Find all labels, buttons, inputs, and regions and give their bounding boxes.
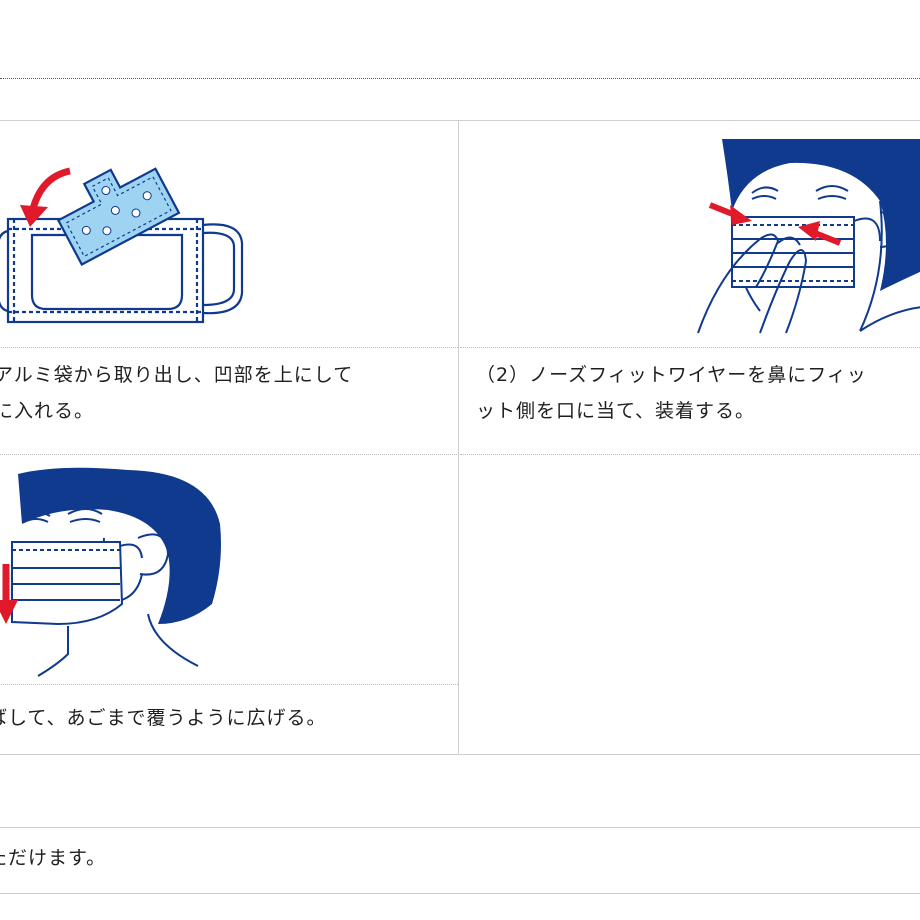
step-2-caption-line-2: ット側を口に当て、装着する。 bbox=[476, 400, 756, 422]
divider-2 bbox=[0, 893, 920, 894]
divider-1 bbox=[0, 827, 920, 828]
step-2-caption: （2）ノーズフィットワイヤーを鼻にフィッ ット側を口に当て、装着する。 bbox=[476, 357, 920, 429]
step-3-caption-line-1: ばして、あごまで覆うように広げる。 bbox=[0, 707, 327, 729]
step-2-caption-line-1: （2）ノーズフィットワイヤーを鼻にフィッ bbox=[476, 364, 867, 386]
step-1-cell: をアルミ袋から取り出し、凹部を上にして トに入れる。 bbox=[0, 121, 459, 455]
step-3-cell: ばして、あごまで覆うように広げる。 bbox=[0, 454, 459, 754]
step-2-cell: （2）ノーズフィットワイヤーを鼻にフィッ ット側を口に当て、装着する。 bbox=[460, 121, 920, 455]
footer-note: ただけます。 bbox=[0, 847, 107, 869]
mask-extend-to-chin-illustration bbox=[0, 467, 221, 677]
step-1-illustration bbox=[0, 121, 458, 348]
step-1-caption-line-1: をアルミ袋から取り出し、凹部を上にして bbox=[0, 364, 354, 386]
instruction-grid: をアルミ袋から取り出し、凹部を上にして トに入れる。 bbox=[0, 120, 920, 755]
top-dotted-divider bbox=[0, 78, 920, 79]
step-1-caption: をアルミ袋から取り出し、凹部を上にして トに入れる。 bbox=[0, 357, 434, 429]
step-3-illustration bbox=[0, 454, 458, 685]
empty-cell bbox=[460, 454, 920, 754]
nose-wire-fit-illustration bbox=[697, 139, 920, 334]
step-1-caption-line-2: トに入れる。 bbox=[0, 400, 95, 422]
step-2-illustration bbox=[460, 121, 920, 348]
mask-packet-insert-illustration bbox=[0, 167, 244, 324]
step-3-caption: ばして、あごまで覆うように広げる。 bbox=[0, 700, 448, 736]
